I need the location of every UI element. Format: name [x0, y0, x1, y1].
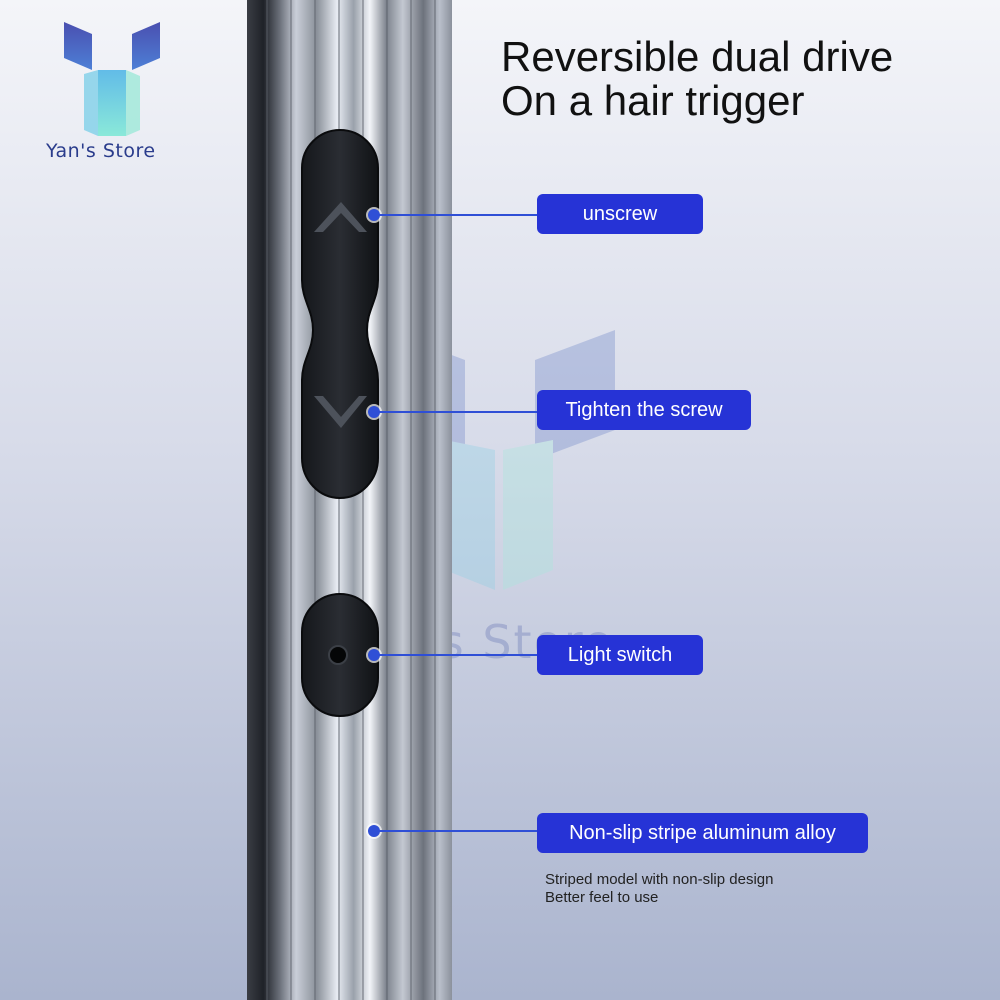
dual-drive-rocker[interactable]: [301, 128, 379, 500]
arrow-down-icon: [314, 396, 367, 428]
callout-dot-non-slip: [368, 825, 380, 837]
store-logo-icon: [64, 22, 160, 136]
headline-line-2: On a hair trigger: [501, 77, 805, 124]
arrow-up-icon: [314, 202, 367, 232]
brand-name: Yan's Store: [46, 140, 156, 162]
headline-line-1: Reversible dual drive: [501, 33, 894, 80]
callout-dot-tighten: [368, 406, 380, 418]
callout-label-non-slip: Non-slip stripe aluminum alloy: [537, 813, 868, 853]
callout-label-tighten: Tighten the screw: [537, 390, 751, 430]
callout-leader-unscrew: [378, 214, 538, 216]
feature-caption: Striped model with non-slip design Bette…: [545, 871, 773, 907]
callout-label-unscrew: unscrew: [537, 194, 703, 234]
callout-label-light-switch: Light switch: [537, 635, 703, 675]
callout-leader-tighten: [378, 411, 538, 413]
callout-dot-unscrew: [368, 209, 380, 221]
caption-line-2: Better feel to use: [545, 889, 659, 906]
callout-leader-light-switch: [378, 654, 538, 656]
screwdriver-body: [247, 0, 452, 1000]
callout-dot-light-switch: [368, 649, 380, 661]
headline: Reversible dual drive On a hair trigger: [501, 35, 893, 123]
caption-line-1: Striped model with non-slip design: [545, 871, 774, 888]
callout-leader-non-slip: [378, 830, 538, 832]
light-switch-dot-icon: [328, 645, 348, 665]
